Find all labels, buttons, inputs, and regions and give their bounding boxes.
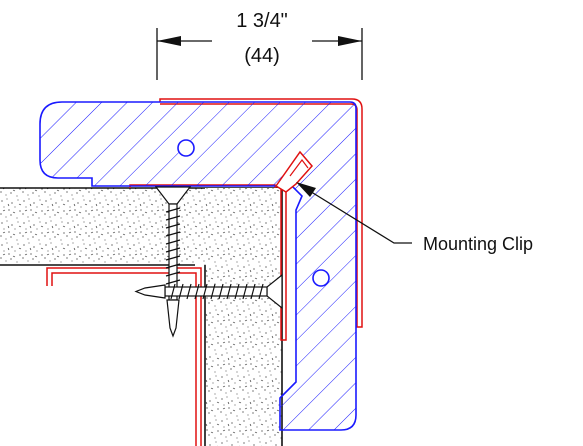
dimension-annotation: 1 3/4" (44): [156, 10, 363, 80]
dimension-arrowhead-left: [157, 36, 181, 46]
horizontal-screw-tip: [134, 284, 166, 299]
screw-port-top: [177, 139, 195, 157]
inner-corner-liner: [46, 267, 202, 446]
mounting-clip-fold: [289, 159, 309, 177]
horizontal-screw-thread: [170, 283, 264, 300]
callout-leader-line: [299, 184, 412, 244]
trim-profile-body: [39, 101, 357, 431]
vertical-panel-insulation: [205, 188, 282, 446]
clip-liner: [280, 188, 287, 341]
corner-trim-profile: [39, 101, 357, 431]
mounting-clip: [274, 150, 313, 193]
horizontal-screw: [134, 273, 283, 310]
mounting-clip-callout: Mounting Clip: [296, 182, 533, 254]
callout-arrowhead: [296, 182, 316, 197]
vertical-panel: [204, 188, 283, 446]
vertical-screw-tip: [166, 299, 180, 338]
screw-port-side: [312, 269, 330, 287]
callout-label: Mounting Clip: [423, 234, 533, 254]
dimension-metric-text: (44): [244, 45, 280, 67]
vertical-screw: [154, 186, 192, 338]
dimension-arrowhead-right: [338, 36, 362, 46]
dimension-imperial-text: 1 3/4": [236, 10, 288, 32]
vertical-screw-thread: [165, 207, 181, 293]
